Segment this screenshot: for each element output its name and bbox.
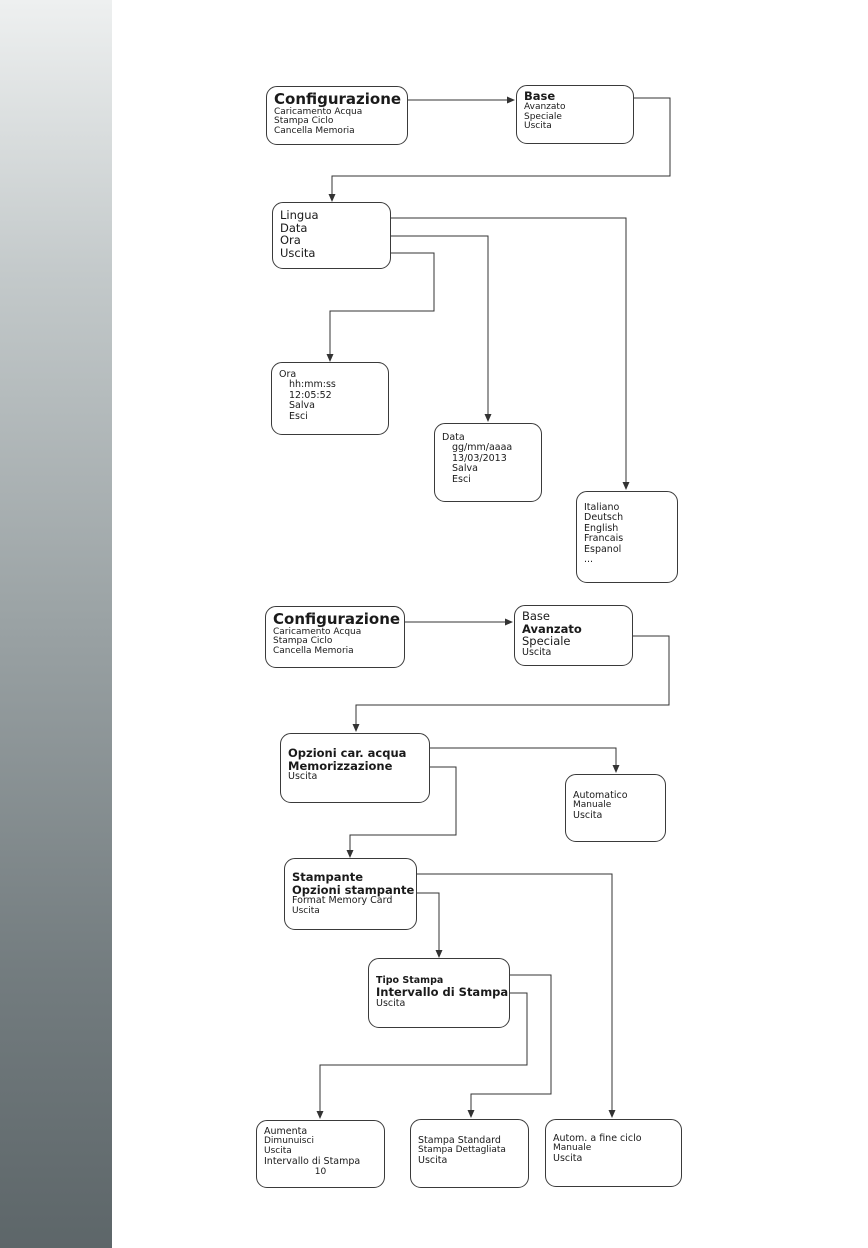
data-exit[interactable]: Esci [452, 473, 471, 485]
stampa-tipo-item[interactable]: Uscita [418, 1155, 448, 1167]
stampa-tipo-item[interactable]: Stampa Dettagliata [418, 1145, 506, 1156]
ora-format: hh:mm:ss [289, 379, 336, 391]
config2-title: Configurazione [273, 610, 401, 628]
avanzato-item-car-acqua[interactable]: Opzioni car. acqua [288, 746, 407, 760]
base-item-ora[interactable]: Ora [280, 233, 301, 248]
ora-box: Ora hh:mm:ss 12:05:52 Salva Esci [271, 362, 389, 435]
intervallo-label: Intervallo di Stampa [264, 1156, 361, 1168]
level2-item-avanzato[interactable]: Avanzato [522, 621, 582, 636]
lingua-item[interactable]: Italiano [584, 502, 620, 513]
level2-item-base[interactable]: Base [522, 609, 551, 623]
ora-exit[interactable]: Esci [289, 410, 308, 422]
config-item[interactable]: Stampa Ciclo [274, 116, 334, 127]
intervallo-item-aumenta[interactable]: Aumenta [264, 1126, 308, 1137]
car-acqua-item[interactable]: Uscita [573, 810, 603, 822]
autom-item[interactable]: Autom. a fine ciclo [553, 1133, 642, 1144]
data-format: gg/mm/aaaa [452, 442, 513, 454]
level-title: Base [524, 89, 556, 103]
tipo-item-uscita[interactable]: Uscita [376, 998, 406, 1010]
stampante-menu-box: Stampante Opzioni stampante Format Memor… [284, 858, 417, 930]
intervallo-item-diminuisci[interactable]: Dimunuisci [264, 1136, 314, 1147]
avanzato-item-uscita[interactable]: Uscita [288, 771, 318, 783]
base-item-data[interactable]: Data [280, 220, 308, 235]
config2-item[interactable]: Cancella Memoria [273, 646, 354, 657]
stampante-item-opzioni[interactable]: Opzioni stampante [292, 882, 415, 897]
config2-menu-box: Configurazione Caricamento Acqua Stampa … [265, 606, 405, 668]
intervallo-item-uscita[interactable]: Uscita [264, 1146, 292, 1157]
arrow-stampante-to-autom [417, 873, 616, 1118]
data-value: 13/03/2013 [452, 452, 507, 464]
tipo-item-tipo-stampa[interactable]: Tipo Stampa [376, 975, 444, 986]
lingua-item[interactable]: Deutsch [584, 512, 624, 524]
base-item-uscita[interactable]: Uscita [280, 245, 316, 260]
stampante-item[interactable]: Stampante [292, 870, 363, 884]
arrow-tipo-to-stampa-standard [467, 974, 552, 1118]
ora-value: 12:05:52 [289, 389, 332, 401]
config2-item[interactable]: Stampa Ciclo [273, 636, 333, 647]
arrow-data-to-date [391, 235, 492, 422]
data-title: Data [442, 432, 465, 443]
arrow-intervallo-to-aumenta [316, 992, 528, 1119]
lingua-box: Italiano Deutsch English Francais Espano… [576, 491, 678, 583]
avanzato-menu-box: Opzioni car. acqua Memorizzazione Uscita [280, 733, 430, 803]
config-menu-box: Configurazione Caricamento Acqua Stampa … [266, 86, 408, 145]
stampante-item-format[interactable]: Format Memory Card [292, 895, 393, 907]
autom-box: Autom. a fine ciclo Manuale Uscita [545, 1119, 682, 1187]
base-menu-box: Lingua Data Ora Uscita [272, 202, 391, 269]
ora-save[interactable]: Salva [289, 400, 315, 412]
lingua-item[interactable]: Espanol [584, 543, 622, 555]
arrow-opzioni-to-tipo [417, 892, 443, 958]
stampa-tipo-box: Stampa Standard Stampa Dettagliata Uscit… [410, 1119, 529, 1188]
car-acqua-item[interactable]: Automatico [573, 790, 628, 801]
car-acqua-options-box: Automatico Manuale Uscita [565, 774, 666, 842]
level-item[interactable]: Speciale [524, 111, 562, 122]
page-number: 10 [314, 1166, 327, 1177]
level-menu-box: Base Avanzato Speciale Uscita [516, 85, 634, 144]
autom-item[interactable]: Uscita [553, 1153, 583, 1165]
ora-title: Ora [279, 369, 297, 380]
config-item[interactable]: Caricamento Acqua [274, 106, 363, 117]
stampa-tipo-item[interactable]: Stampa Standard [418, 1135, 501, 1146]
base-item-lingua[interactable]: Lingua [280, 208, 319, 222]
tipo-stampa-menu-box: Tipo Stampa Intervallo di Stampa Uscita [368, 958, 510, 1028]
arrow-avanzato-to-menu [352, 635, 670, 732]
config-title: Configurazione [274, 90, 402, 108]
lingua-item-more: ... [584, 554, 594, 566]
level-item[interactable]: Uscita [524, 121, 552, 132]
page-side-band [0, 0, 112, 1248]
level2-menu-box: Base Avanzato Speciale Uscita [514, 605, 633, 666]
car-acqua-item[interactable]: Manuale [573, 800, 612, 811]
data-save[interactable]: Salva [452, 463, 478, 475]
arrow-car-acqua-to-options [430, 747, 620, 773]
arrow-base-to-lingua-menu [328, 97, 671, 202]
avanzato-item-memorizzazione[interactable]: Memorizzazione [288, 758, 393, 773]
arrow-ora-to-time [326, 252, 435, 362]
data-box: Data gg/mm/aaaa 13/03/2013 Salva Esci [434, 423, 542, 502]
lingua-item[interactable]: Francais [584, 533, 624, 545]
arrow-lingua-to-languages [391, 217, 630, 490]
intervallo-box: Aumenta Dimunuisci Uscita Intervallo di … [256, 1120, 385, 1188]
config-item[interactable]: Cancella Memoria [274, 126, 355, 137]
autom-item[interactable]: Manuale [553, 1143, 592, 1154]
config2-item[interactable]: Caricamento Acqua [273, 626, 362, 637]
lingua-item[interactable]: English [584, 522, 619, 534]
level-item[interactable]: Avanzato [524, 101, 566, 112]
tipo-item-intervallo[interactable]: Intervallo di Stampa [376, 985, 509, 1000]
level2-item-uscita[interactable]: Uscita [522, 646, 552, 658]
level2-item-speciale[interactable]: Speciale [522, 634, 571, 649]
stampante-item-uscita[interactable]: Uscita [292, 905, 320, 916]
arrow-memorizzazione-to-stampante [346, 766, 457, 858]
